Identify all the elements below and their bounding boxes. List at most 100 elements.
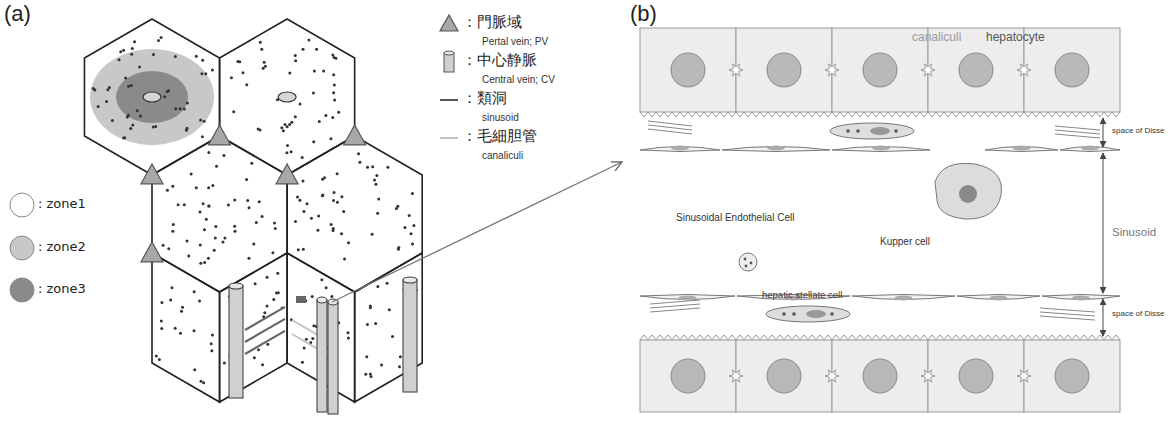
hepatocyte-dot: [403, 226, 406, 229]
hepatocyte-dot: [201, 135, 204, 138]
kupffer-cell: [935, 163, 1001, 219]
portal-triangle: [141, 242, 163, 262]
hepatocyte-dot: [322, 69, 325, 72]
hepatocyte-dot: [195, 186, 198, 189]
hepatocyte-dot: [163, 95, 166, 98]
hepatocyte-dot: [181, 306, 184, 309]
sinusoid-legend-line: [440, 99, 458, 101]
hepatocyte-dot: [332, 199, 335, 202]
hepatocyte-dot: [205, 218, 208, 221]
hepatocyte-dot: [207, 151, 210, 154]
endothelial-nucleus: [671, 146, 689, 151]
collagen-fiber: [1055, 130, 1100, 134]
hepatocyte-dot: [333, 83, 336, 86]
hepatocyte-nucleus: [1055, 359, 1089, 393]
hepatocyte-dot: [399, 355, 402, 358]
hepatocyte-dot: [331, 116, 334, 119]
hepatocyte-dot: [152, 125, 155, 128]
hepatocyte-dot: [203, 228, 206, 231]
hepatocyte-nucleus: [767, 359, 801, 393]
hepatocyte-dot: [302, 248, 305, 251]
collagen-fiber: [1055, 134, 1100, 138]
hepatocyte-dot: [160, 36, 163, 39]
hepatocyte-dot: [171, 230, 174, 233]
hepatocyte-dot: [199, 243, 202, 246]
hepatocyte-dot: [302, 210, 305, 213]
sinusoid-line: [245, 319, 285, 342]
hepatocyte-dot: [185, 127, 188, 130]
hepatocyte-dot: [266, 343, 269, 346]
hepatocyte-dot: [122, 49, 125, 52]
hepatocyte-dot: [313, 69, 316, 72]
blood-cell-granule: [750, 262, 753, 265]
magnify-arrow: [332, 162, 622, 302]
hepatocyte-dot: [232, 110, 235, 113]
endothelial-cell: [722, 147, 830, 152]
prism-outline: [152, 253, 220, 402]
hepatocyte-dot: [334, 57, 337, 60]
hepatocyte-dot: [136, 109, 139, 112]
blood-cell-granule: [745, 265, 748, 268]
hepatocyte-dot: [234, 230, 237, 233]
hepatocyte-dot: [330, 295, 333, 298]
hepatocyte-dot: [294, 220, 297, 223]
blood-cell-granule: [744, 258, 747, 261]
region-label: Sinusoid: [1112, 226, 1156, 239]
hepatocyte-dot: [174, 107, 177, 110]
hepatocyte-dot: [202, 202, 205, 205]
hepatocyte-dot: [213, 249, 216, 252]
hepatocyte-dot: [285, 151, 288, 154]
hepatocyte-cell: [736, 28, 832, 112]
legend-symbols: [10, 15, 458, 302]
hepatocyte-dot: [380, 364, 383, 367]
central-vein-legend-symbol: [444, 53, 454, 72]
canaliculus-star: [729, 64, 743, 76]
hepatocyte-nucleus: [863, 359, 897, 393]
hepatocyte-dot: [343, 257, 346, 260]
collagen-fiber: [650, 308, 700, 312]
hepatocyte-dot: [277, 291, 280, 294]
hepatocyte-dot: [93, 89, 96, 92]
stellate-nucleus: [806, 310, 826, 318]
hepatocyte-dot: [376, 212, 379, 215]
hepatocyte-dot: [105, 100, 108, 103]
hepatocyte-dot: [411, 242, 414, 245]
central-vein-opening: [143, 92, 161, 102]
hepatocyte-dot: [215, 165, 218, 168]
span-arrow: [1103, 153, 1104, 293]
legend-text: : zone2: [38, 240, 86, 254]
hepatocyte-dot: [336, 172, 339, 175]
hepatocyte-dot: [329, 137, 332, 140]
magnified-region: [296, 296, 306, 303]
cell-label: hepatic stellate cell: [762, 290, 842, 300]
hepatocyte-dot: [274, 227, 277, 230]
collagen-fiber: [1040, 312, 1095, 316]
hepatocyte-dot: [347, 241, 350, 244]
hepatocyte-dot: [260, 48, 263, 51]
central-vein-top: [317, 297, 327, 303]
hepatocyte-dot: [111, 119, 114, 122]
hepatocyte-dot: [203, 261, 206, 264]
hepatocyte-nucleus: [959, 359, 993, 393]
hepatocyte-dot: [157, 39, 160, 42]
hepatocyte-dot: [133, 40, 136, 43]
hepatocyte-nucleus: [959, 53, 993, 87]
hepatocyte-dot: [258, 200, 261, 203]
hepatocyte-dot: [303, 346, 306, 349]
hepatocyte-dot: [408, 214, 411, 217]
hepatocyte-dot: [250, 162, 253, 165]
hepatocyte-dot: [358, 161, 361, 164]
hepatocyte-dot: [183, 107, 186, 110]
hepatocyte-dot: [318, 120, 321, 123]
hepatocyte-dot: [233, 198, 236, 201]
hepatocyte-dot: [198, 300, 201, 303]
lipid-droplet: [792, 312, 796, 316]
legend-text: : zone1: [38, 197, 86, 211]
zone-swatch: [10, 236, 34, 260]
hepatocyte-dot: [266, 304, 269, 307]
hepatocyte-dot: [364, 373, 367, 376]
legend-text: ：門脈域: [462, 14, 522, 31]
hepatocyte-dot: [227, 203, 230, 206]
hepatocyte-dot: [376, 285, 379, 288]
hepatocyte-dot: [170, 286, 173, 289]
